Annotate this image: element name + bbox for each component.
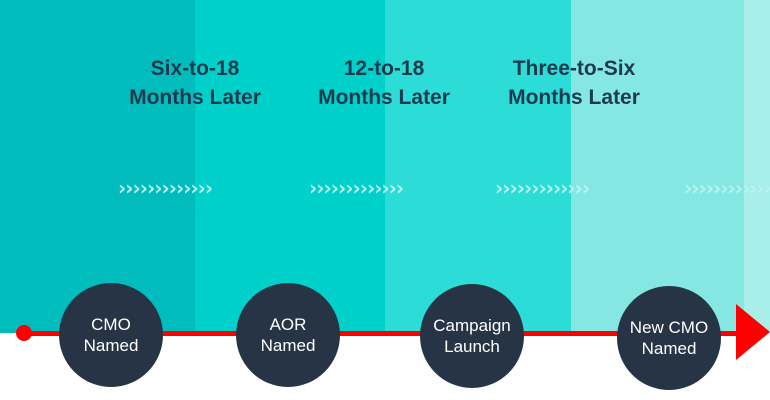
period-label-3-line1: Three-to-Six [512, 57, 636, 80]
period-label-1-line1: Six-to-18 [150, 57, 240, 80]
period-label-3: Three-to-Six Months Later [464, 54, 684, 112]
milestone-label-line2: Named [641, 339, 697, 358]
chevron-arrows-icon: ››››››››››››› [309, 176, 404, 200]
timeline-start-dot [16, 325, 32, 341]
phase-band-3 [385, 0, 571, 333]
chevron-arrows-icon: ››››››››››››› [684, 176, 770, 200]
milestone-label-line2: Launch [444, 337, 500, 356]
milestone-label-line2: Named [83, 336, 139, 355]
milestone-label-line1: New CMO [629, 318, 709, 337]
timeline-arrowhead-icon [736, 304, 770, 360]
phase-band-4 [571, 0, 744, 333]
period-label-3-line2: Months Later [508, 86, 640, 109]
period-label-1: Six-to-18 Months Later [85, 54, 305, 112]
timeline-line [24, 331, 744, 336]
milestone-campaign-launch: Campaign Launch [420, 284, 524, 388]
phase-band-1 [0, 0, 195, 333]
milestone-cmo-named: CMO Named [59, 283, 163, 387]
milestone-label-line1: CMO [91, 315, 131, 334]
period-label-1-line2: Months Later [129, 86, 261, 109]
period-label-2: 12-to-18 Months Later [274, 54, 494, 112]
milestone-label-line2: Named [260, 336, 316, 355]
milestone-aor-named: AOR Named [236, 283, 340, 387]
period-label-2-line2: Months Later [318, 86, 450, 109]
milestone-new-cmo-named: New CMO Named [617, 286, 721, 390]
phase-band-2 [195, 0, 385, 333]
milestone-label-line1: Campaign [433, 316, 511, 335]
milestone-label-line1: AOR [269, 315, 307, 334]
period-label-2-line1: 12-to-18 [343, 57, 425, 80]
chevron-arrows-icon: ››››››››››››› [495, 176, 590, 200]
chevron-arrows-icon: ››››››››››››› [118, 176, 213, 200]
phase-band-5 [744, 0, 770, 333]
